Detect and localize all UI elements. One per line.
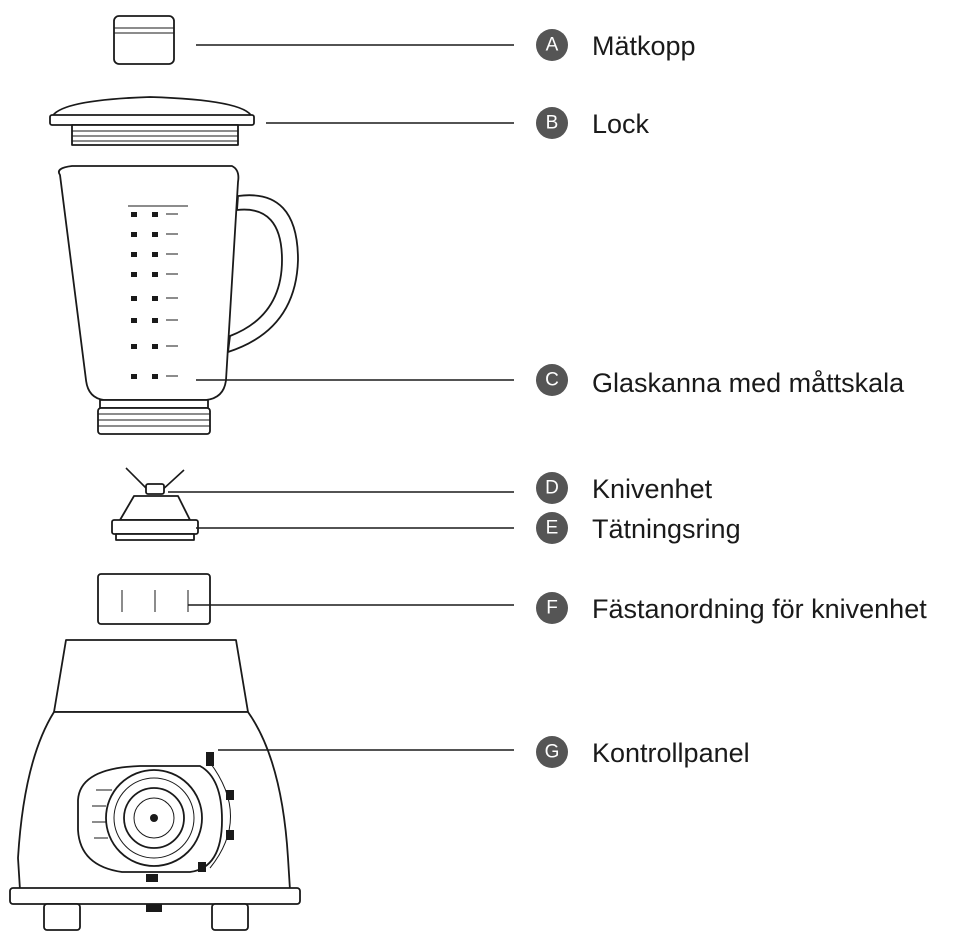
callout-letter: E bbox=[546, 518, 559, 539]
blade-unit-drawing bbox=[112, 468, 198, 540]
callout-b: B Lock bbox=[536, 107, 650, 139]
callout-letter: D bbox=[545, 478, 559, 499]
part-label-sealing-ring: Tätningsring bbox=[592, 514, 741, 544]
callout-letter: A bbox=[546, 35, 559, 56]
callout-letter: B bbox=[546, 113, 559, 134]
part-label-lid: Lock bbox=[592, 109, 650, 139]
part-label-glass-jug: Glaskanna med måttskala bbox=[592, 368, 905, 398]
lid-drawing bbox=[50, 97, 254, 145]
part-label-blade-unit: Knivenhet bbox=[592, 474, 713, 504]
callout-g: G Kontrollpanel bbox=[536, 736, 750, 768]
callout-letter: F bbox=[546, 598, 558, 619]
part-label-control-panel: Kontrollpanel bbox=[592, 738, 750, 768]
callout-c: C Glaskanna med måttskala bbox=[536, 364, 905, 398]
measuring-cup-drawing bbox=[114, 16, 174, 64]
callout-a: A Mätkopp bbox=[536, 29, 696, 61]
glass-jug-drawing bbox=[59, 166, 298, 434]
motor-base-drawing bbox=[10, 640, 300, 930]
part-label-blade-fastening: Fästanordning för knivenhet bbox=[592, 594, 927, 624]
callout-letter: G bbox=[545, 742, 560, 763]
callout-letter: C bbox=[545, 370, 559, 391]
part-label-measuring-cup: Mätkopp bbox=[592, 31, 696, 61]
callout-d: D Knivenhet bbox=[536, 472, 713, 504]
callout-f: F Fästanordning för knivenhet bbox=[536, 592, 927, 624]
blade-fastening-ring-drawing bbox=[98, 574, 210, 624]
callout-e: E Tätningsring bbox=[536, 512, 741, 544]
